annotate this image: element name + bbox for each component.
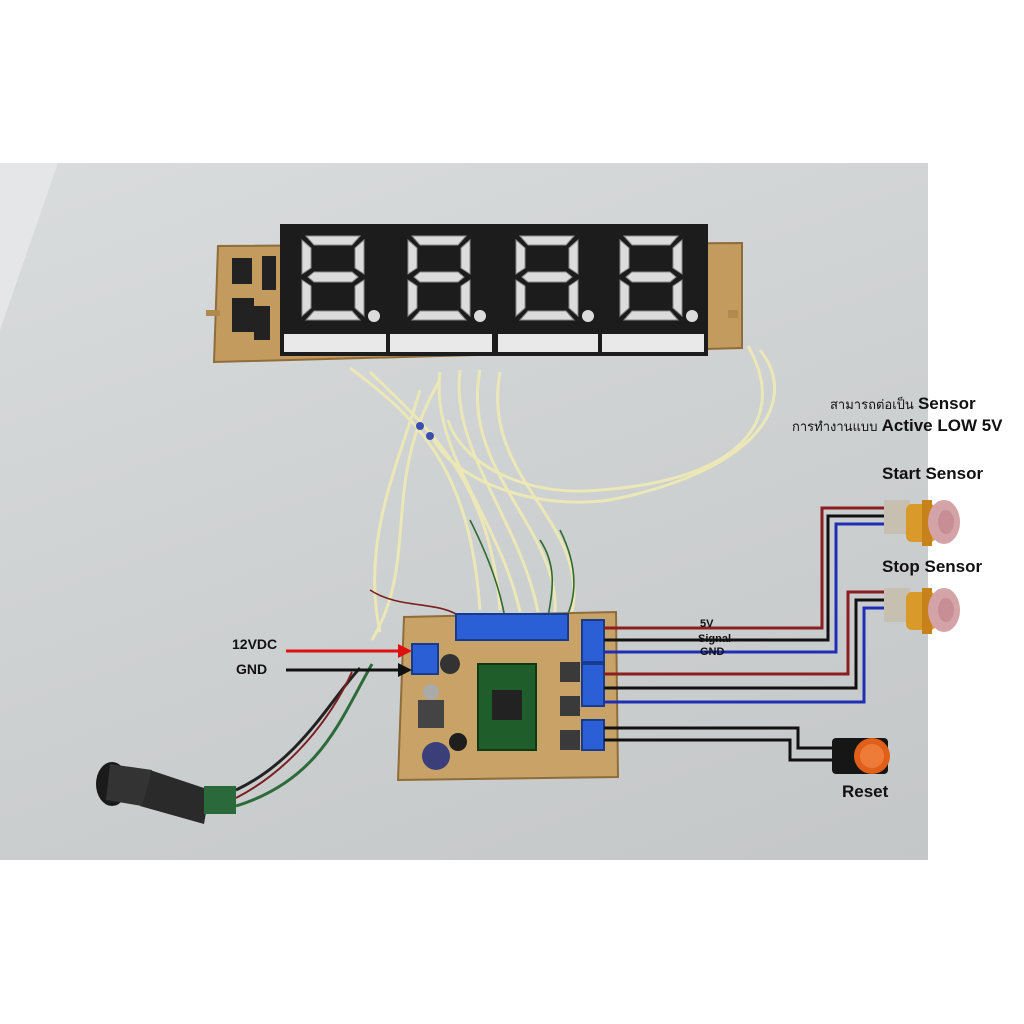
ic-chip <box>232 258 252 284</box>
cable-wire-strands <box>369 519 575 619</box>
start-sensor-label: Start Sensor <box>882 464 984 483</box>
decimal-point <box>582 310 594 322</box>
wire-signal-label: Signal <box>698 633 732 645</box>
capacitor <box>422 742 450 770</box>
reset-wires <box>604 726 832 762</box>
power-gnd-label: GND <box>236 661 268 677</box>
push-button <box>560 662 580 682</box>
dc-power-jack <box>96 663 374 824</box>
segment-c <box>568 279 579 318</box>
segment-c <box>354 279 365 318</box>
reset-terminal <box>581 719 605 751</box>
segment-f <box>515 238 526 275</box>
stop-sensor-label: Stop Sensor <box>882 557 983 576</box>
voltage-regulator <box>418 700 444 728</box>
wire-5v-label: 5V <box>700 618 714 630</box>
seven-segment-display <box>280 224 708 356</box>
segment-a <box>622 235 680 246</box>
push-button <box>560 730 580 750</box>
start-sensor-wires <box>604 506 885 654</box>
start-sensor-device <box>884 500 960 546</box>
segment-e <box>407 279 418 318</box>
segment-g <box>413 271 465 283</box>
controller-board <box>396 610 620 782</box>
power-12v-arrow <box>286 644 412 658</box>
segment-f <box>301 238 312 275</box>
segment-g <box>625 271 677 283</box>
digit-module-label-strip <box>390 334 492 352</box>
ic-chip <box>254 306 270 340</box>
ribbon-cable <box>349 345 776 641</box>
wall-edge <box>0 163 58 330</box>
reset-label: Reset <box>842 782 889 801</box>
segment-e <box>301 279 312 318</box>
segment-d <box>622 310 680 321</box>
reset-button-device <box>832 738 890 774</box>
segment-f <box>619 238 630 275</box>
terminal-adapter <box>204 786 236 814</box>
digit-module-label-strip <box>498 334 600 352</box>
sensor-note-line2: การทำงานแบบ Active LOW 5V <box>792 416 1003 437</box>
segment-d <box>304 310 362 321</box>
segment-b <box>568 238 579 275</box>
segment-c <box>672 279 683 318</box>
sensor-note-line1-prefix: สามารถต่อเป็น <box>830 398 914 413</box>
capacitor <box>449 733 467 751</box>
segment-e <box>515 279 526 318</box>
ic-chip <box>232 298 254 332</box>
ic-chip <box>262 256 276 290</box>
decimal-point <box>474 310 486 322</box>
sensor-note-line2-prefix: การทำงานแบบ <box>792 420 878 435</box>
segment-a <box>410 235 468 246</box>
segment-f <box>407 238 418 275</box>
segment-e <box>619 279 630 318</box>
power-terminal-block <box>411 643 439 675</box>
decimal-point <box>368 310 380 322</box>
decimal-point <box>686 310 698 322</box>
segment-b <box>354 238 365 275</box>
power-gnd-arrow <box>286 663 412 677</box>
push-button <box>560 696 580 716</box>
segment-b <box>672 238 683 275</box>
segment-g <box>307 271 359 283</box>
microcontroller-module <box>477 663 537 751</box>
segment-b <box>460 238 471 275</box>
digit-module-label-strip <box>284 334 386 352</box>
segment-a <box>518 235 576 246</box>
segment-d <box>518 310 576 321</box>
wire-gnd-label: GND <box>700 646 725 658</box>
power-12v-label: 12VDC <box>232 636 278 652</box>
buzzer <box>440 654 460 674</box>
segment-c <box>460 279 471 318</box>
start-sensor-terminal <box>581 619 605 663</box>
stop-sensor-device <box>884 588 960 634</box>
segment-d <box>410 310 468 321</box>
digit-module-label-strip <box>602 334 704 352</box>
segment-a <box>304 235 362 246</box>
segment-g <box>521 271 573 283</box>
stop-sensor-terminal <box>581 663 605 707</box>
sensor-note-line2-bold: Active LOW 5V <box>881 416 1003 435</box>
sensor-note-line1-bold: Sensor <box>917 394 976 413</box>
display-terminal-block <box>455 613 569 641</box>
stop-sensor-wires <box>604 590 885 704</box>
sensor-note-line1: สามารถต่อเป็น Sensor <box>830 394 976 415</box>
